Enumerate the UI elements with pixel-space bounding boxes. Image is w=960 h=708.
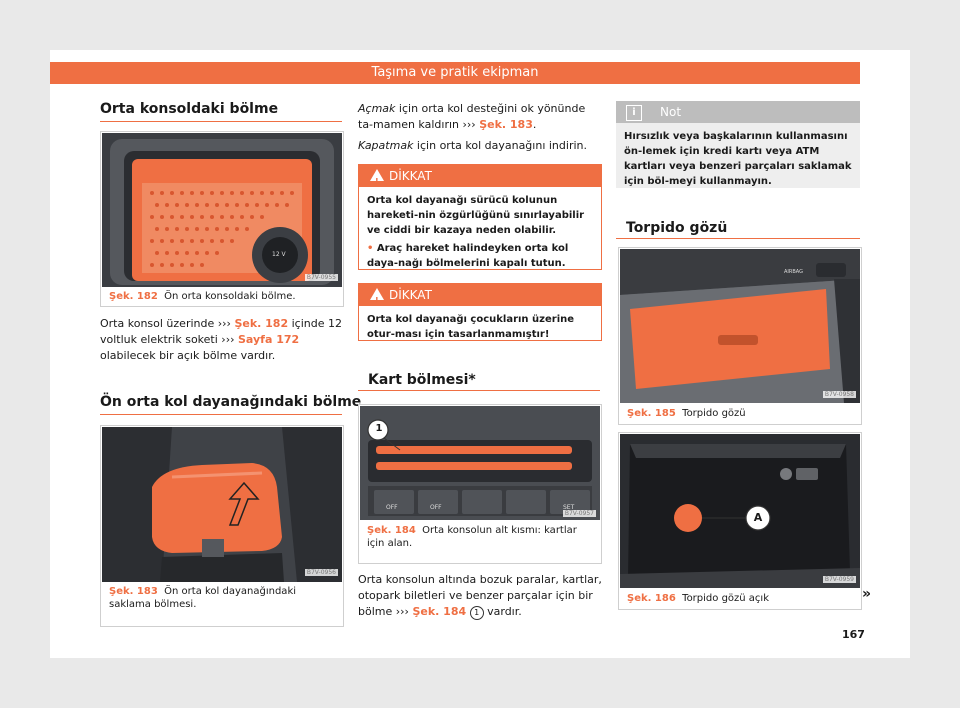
figure-number: Şek. 182 (109, 291, 158, 302)
page-number: 167 (842, 628, 865, 641)
figure-184-image: 1 OFF OFF SET B7V-0957 (360, 406, 600, 520)
link-fig182[interactable]: Şek. 182 (234, 317, 289, 330)
figure-185-image: AIRBAG B7V-0958 (620, 249, 860, 403)
caption-text: Torpido gözü açık (682, 593, 769, 604)
button-label: SET (563, 504, 575, 511)
callout-1: 1 (375, 423, 383, 434)
section-rule (100, 121, 342, 122)
warning-body: Orta kol dayanağı sürücü kolunun hareket… (367, 195, 585, 269)
figure-186: A B7V-0959 Şek. 186 Torpido gözü açık (618, 432, 862, 610)
warning-icon (370, 288, 384, 312)
figure-184: 1 OFF OFF SET B7V-0957 Şek. 184 Orta kon… (358, 404, 602, 564)
note-body: Hırsızlık veya başkalarının kullanmasını… (624, 131, 852, 187)
warning-header: DİKKAT (359, 165, 601, 193)
figure-184-caption: Şek. 184 Orta konsolun alt kısmı: kartla… (367, 524, 593, 550)
warning-body: Orta kol dayanağı çocukların üzerine otu… (367, 314, 575, 340)
callout-A: A (753, 511, 763, 524)
section-title-card: Kart bölmesi* (368, 372, 476, 388)
caption-text: Ön orta konsoldaki bölme. (164, 291, 296, 302)
link-page172[interactable]: Sayfa 172 (238, 333, 300, 346)
warning-box-1: DİKKAT Orta kol dayanağı sürücü kolunun … (358, 164, 602, 270)
figure-code: B7V-0957 (562, 510, 596, 517)
figure-185: AIRBAG B7V-0958 Şek. 185 Torpido gözü (618, 247, 862, 425)
figure-182-image: 12 V B7V-0955 (102, 133, 342, 287)
button-label: OFF (386, 504, 398, 511)
figure-185-caption: Şek. 185 Torpido gözü (627, 407, 746, 420)
continue-marker: » (862, 586, 872, 602)
callout-badge: 1 (469, 606, 484, 620)
figure-number: Şek. 186 (627, 593, 676, 604)
section-rule (358, 390, 600, 391)
warning-icon (370, 169, 384, 193)
caption-text: Orta konsolun alt kısmı: kartlar için al… (367, 525, 577, 549)
paragraph-close: Kapatmak için orta kol dayanağını indiri… (358, 139, 587, 152)
figure-183-image: B7V-0956 (102, 427, 342, 582)
warning-header: DİKKAT (359, 284, 601, 312)
chapter-banner: Taşıma ve pratik ekipman (50, 62, 860, 84)
figure-182-caption: Şek. 182 Ön orta konsoldaki bölme. (109, 290, 296, 303)
warning-box-2: DİKKAT Orta kol dayanağı çocukların üzer… (358, 283, 602, 341)
figure-number: Şek. 185 (627, 408, 676, 419)
figure-code: B7V-0956 (304, 569, 338, 576)
note-header: i Not (616, 101, 860, 123)
section-title-armrest: Ön orta kol dayanağındaki bölme (100, 394, 362, 410)
info-icon: i (626, 105, 642, 121)
figure-186-image: A B7V-0959 (620, 434, 860, 588)
socket-label: 12 V (272, 251, 286, 258)
bullet-icon: • (367, 243, 374, 254)
section-rule (100, 414, 342, 415)
figure-code: B7V-0959 (822, 576, 856, 583)
section-rule (616, 238, 860, 239)
figure-number: Şek. 183 (109, 586, 158, 597)
figure-code: B7V-0958 (822, 391, 856, 398)
figure-code: B7V-0955 (304, 274, 338, 281)
figure-182: 12 V B7V-0955 Şek. 182 Ön orta konsoldak… (100, 131, 344, 307)
airbag-label: AIRBAG (784, 269, 804, 275)
paragraph-open: Açmak için orta kol desteğini ok yönünde… (358, 102, 586, 131)
section-title-glovebox: Torpido gözü (626, 220, 728, 236)
link-fig183[interactable]: Şek. 183 (479, 118, 533, 131)
link-fig184[interactable]: Şek. 184 (412, 605, 467, 618)
figure-186-caption: Şek. 186 Torpido gözü açık (627, 592, 769, 605)
section-title-center-console: Orta konsoldaki bölme (100, 101, 279, 117)
figure-number: Şek. 184 (367, 525, 416, 536)
paragraph-console: Orta konsol üzerinde ››› Şek. 182 içinde… (100, 317, 342, 362)
caption-text: Ön orta kol dayanağındaki saklama bölmes… (109, 586, 297, 610)
caption-text: Torpido gözü (682, 408, 746, 419)
note-box: i Not Hırsızlık veya başkalarının kullan… (616, 101, 860, 188)
button-label: OFF (430, 504, 442, 511)
figure-183-caption: Şek. 183 Ön orta kol dayanağındaki sakla… (109, 585, 335, 611)
paragraph-card: Orta konsolun altında bozuk paralar, kar… (358, 573, 602, 620)
figure-183: B7V-0956 Şek. 183 Ön orta kol dayanağınd… (100, 425, 344, 627)
